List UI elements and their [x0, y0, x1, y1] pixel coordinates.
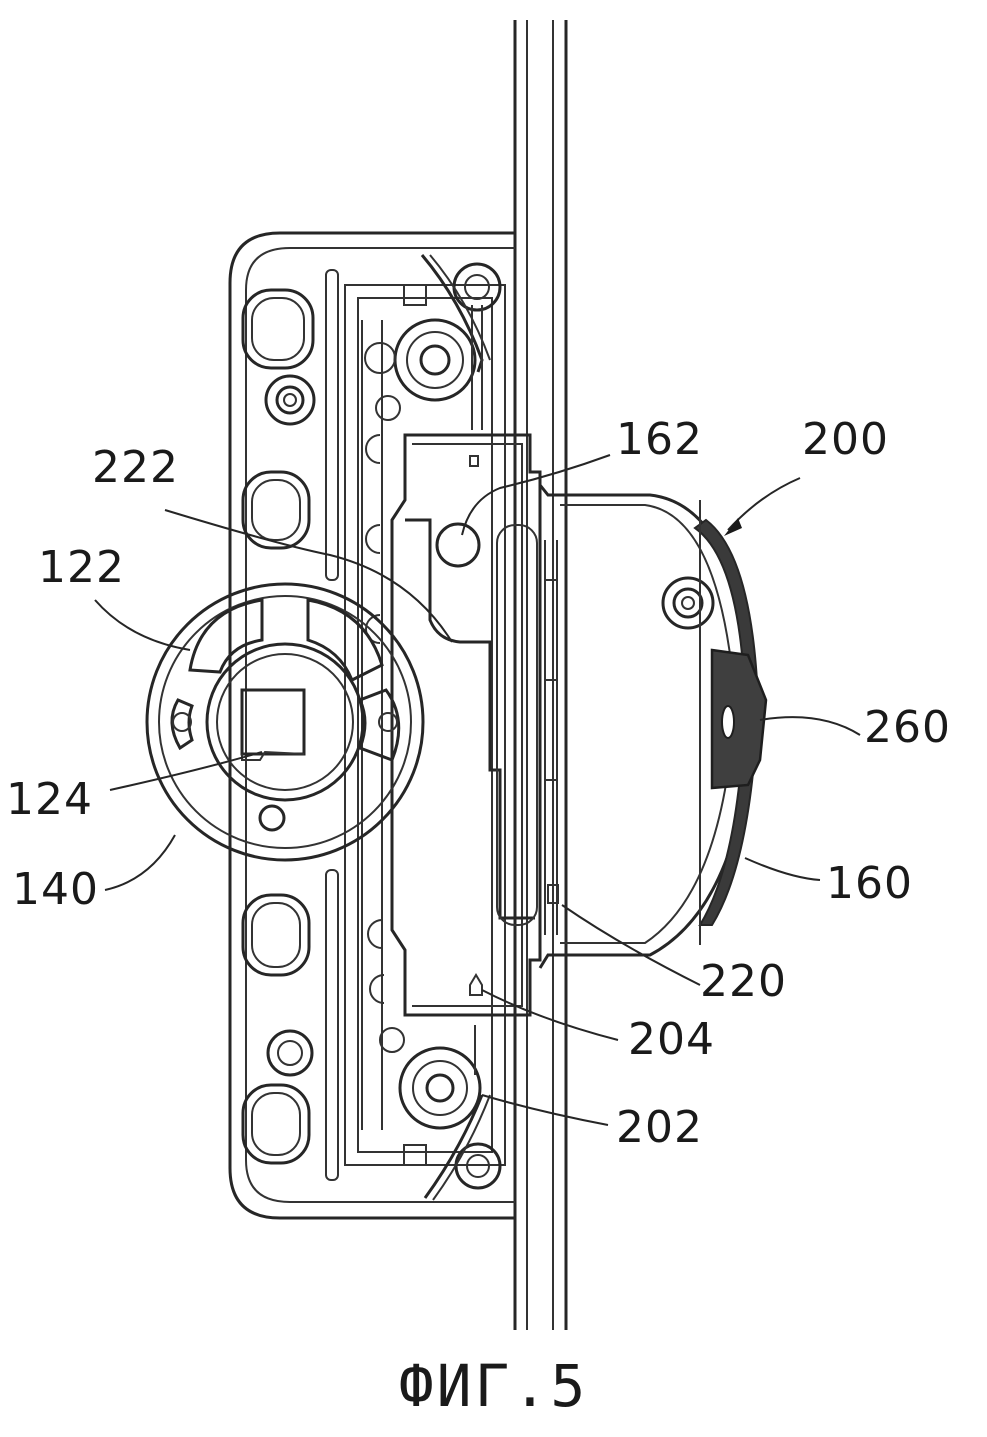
label-160: 160: [826, 858, 913, 909]
slider-plate: [390, 433, 559, 1017]
label-202: 202: [616, 1102, 703, 1153]
leader-lines: [94, 454, 861, 1126]
label-124: 124: [6, 774, 93, 825]
label-204: 204: [628, 1014, 715, 1065]
gear-hub: [145, 582, 425, 862]
top-roller: [364, 254, 502, 430]
label-222: 222: [92, 442, 179, 493]
vertical-rails: [513, 20, 568, 1330]
mounting-holes: [241, 288, 316, 1165]
latch-body: [538, 484, 768, 969]
label-200: 200: [802, 414, 889, 465]
label-260: 260: [864, 702, 951, 753]
label-122: 122: [38, 542, 125, 593]
label-220: 220: [700, 956, 787, 1007]
figure-caption: ФИГ.5: [398, 1352, 589, 1420]
label-162: 162: [616, 414, 703, 465]
label-140: 140: [12, 864, 99, 915]
bottom-roller: [379, 1025, 502, 1201]
